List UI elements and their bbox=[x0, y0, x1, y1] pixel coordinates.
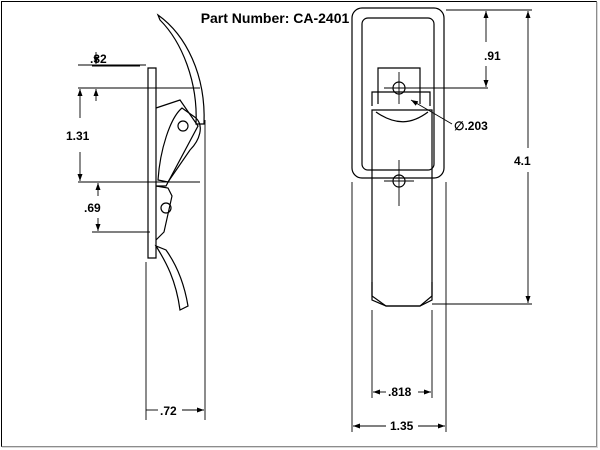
side-tail bbox=[154, 244, 189, 311]
side-view bbox=[147, 13, 205, 311]
dim-label-091: .91 bbox=[484, 49, 501, 63]
side-base-plate bbox=[147, 67, 157, 259]
front-view-dimensions bbox=[351, 9, 532, 432]
side-lever bbox=[157, 107, 201, 183]
side-pivot-hole-bottom bbox=[160, 202, 172, 214]
dim-label-diameter: ∅.203 bbox=[454, 119, 488, 133]
side-hook bbox=[156, 13, 205, 125]
centerlines bbox=[384, 72, 414, 206]
dim-label-032: .32 bbox=[90, 52, 107, 66]
top-bracket-flange bbox=[371, 91, 431, 106]
dim-label-135: 1.35 bbox=[390, 419, 414, 433]
side-view-labels: .32 1.31 .69 .72 bbox=[66, 52, 177, 418]
dim-label-131: 1.31 bbox=[66, 129, 90, 143]
body-curve bbox=[375, 111, 429, 123]
side-bracket bbox=[155, 99, 199, 187]
dim-label-41: 4.1 bbox=[514, 154, 531, 168]
front-view-labels: .91 ∅.203 4.1 .818 1.35 bbox=[388, 49, 531, 433]
top-bracket bbox=[377, 67, 421, 104]
side-pivot-hole-top bbox=[177, 120, 189, 132]
dim-label-0818: .818 bbox=[388, 385, 412, 399]
wire-loop-inner bbox=[361, 17, 435, 171]
side-view-dimensions bbox=[77, 52, 206, 420]
side-link bbox=[155, 185, 173, 241]
diameter-leader bbox=[410, 99, 453, 125]
front-view bbox=[351, 7, 445, 307]
dim-label-069: .69 bbox=[84, 201, 101, 215]
main-body bbox=[371, 109, 433, 307]
bottom-tab bbox=[371, 282, 433, 307]
dim-label-072: .72 bbox=[160, 404, 177, 418]
wire-loop-outer bbox=[351, 7, 445, 179]
part-number-title: Part Number: CA-2401 bbox=[200, 10, 350, 26]
